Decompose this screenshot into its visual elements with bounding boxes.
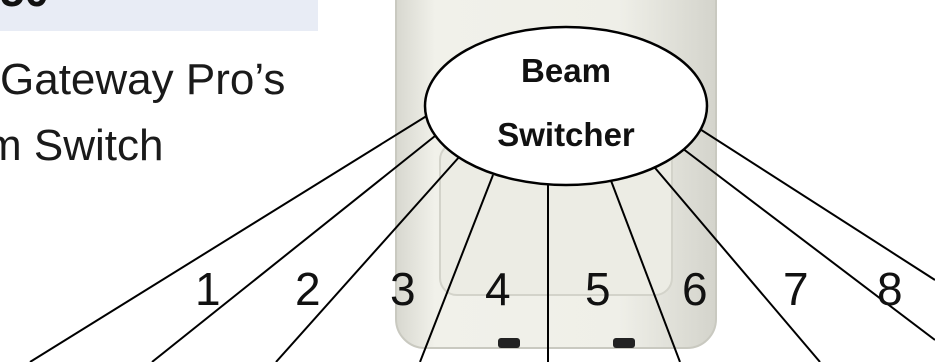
beam-number-6: 6 bbox=[682, 263, 708, 315]
beam-line-8b bbox=[691, 123, 935, 281]
beam-line-2 bbox=[151, 131, 441, 362]
bubble-label-line1: Beam bbox=[521, 52, 611, 89]
slide-number: 50 bbox=[0, 0, 49, 14]
caption-line-2: m Switch bbox=[0, 121, 164, 170]
beam-number-2: 2 bbox=[295, 263, 321, 315]
beam-line-8 bbox=[677, 144, 935, 341]
beam-number-7: 7 bbox=[783, 263, 809, 315]
device-foot-left bbox=[498, 338, 520, 348]
beam-number-5: 5 bbox=[585, 263, 611, 315]
beam-line-7 bbox=[649, 161, 821, 362]
beam-number-3: 3 bbox=[390, 263, 416, 315]
beam-number-1: 1 bbox=[195, 263, 221, 315]
caption-line-1: Gateway Pro’s bbox=[0, 55, 286, 104]
beam-number-8: 8 bbox=[877, 263, 903, 315]
device-foot-right bbox=[613, 338, 635, 348]
title-band: 50 bbox=[0, 0, 318, 31]
beam-line-6 bbox=[609, 177, 681, 362]
beam-line-1 bbox=[29, 111, 434, 362]
beam-line-4 bbox=[419, 174, 494, 362]
beam-number-4: 4 bbox=[485, 263, 511, 315]
beam-lines bbox=[29, 111, 935, 362]
bubble-label-line2: Switcher bbox=[497, 116, 635, 153]
beam-line-3 bbox=[275, 155, 461, 362]
beam-switcher-ellipse bbox=[423, 25, 709, 187]
